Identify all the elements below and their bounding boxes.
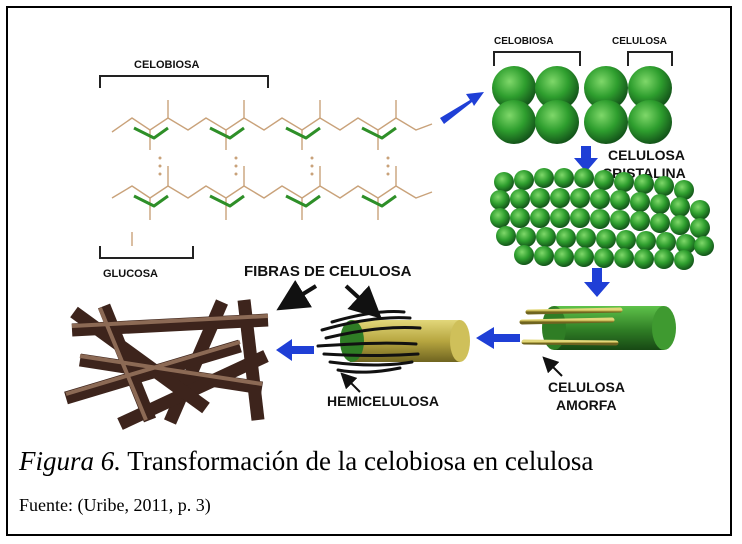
hemicellulose-bundle bbox=[316, 310, 470, 374]
celulosa-amorfa-label-2: AMORFA bbox=[556, 397, 617, 413]
molecule-structure bbox=[111, 100, 433, 246]
celobiosa-bracket bbox=[99, 75, 269, 88]
blue-arrow-5 bbox=[276, 339, 314, 361]
celulosa-cristalina-label-1: CELULOSA bbox=[608, 147, 685, 163]
figure-label: Figura 6. bbox=[19, 446, 122, 476]
hemicelulosa-label: HEMICELULOSA bbox=[327, 393, 439, 409]
blue-arrow-2 bbox=[574, 146, 598, 172]
sphere-rows bbox=[492, 66, 672, 144]
celobiosa-top-label: CELOBIOSA bbox=[134, 59, 199, 71]
cellulose-diagram: CELOBIOSA GLUCOSA bbox=[64, 36, 714, 430]
cellulose-fibers bbox=[64, 299, 269, 430]
celulosa-spheres-label: CELULOSA bbox=[612, 36, 667, 47]
figure-source: Fuente: (Uribe, 2011, p. 3) bbox=[19, 495, 211, 515]
blue-arrow-4 bbox=[476, 327, 520, 349]
celulosa-spheres-bracket bbox=[627, 51, 673, 66]
amorphous-cylinder bbox=[519, 306, 676, 355]
celulosa-amorfa-label-1: CELULOSA bbox=[548, 379, 625, 395]
fibras-label: FIBRAS DE CELULOSA bbox=[244, 263, 412, 280]
crystalline-block bbox=[490, 168, 714, 270]
amorfa-pointer bbox=[542, 356, 563, 377]
fibras-arrow-right bbox=[344, 284, 382, 319]
glucose-bracket bbox=[99, 246, 194, 259]
hemicelulosa-pointer bbox=[340, 372, 361, 393]
figure-caption: Figura 6. Transformación de la celobiosa… bbox=[19, 446, 719, 477]
fibras-arrow-left bbox=[276, 279, 318, 311]
caption-text: Transformación de la celobiosa en celulo… bbox=[121, 446, 594, 476]
celobiosa-spheres-label: CELOBIOSA bbox=[494, 36, 553, 47]
figure-frame bbox=[6, 6, 732, 536]
blue-arrow-1 bbox=[440, 92, 484, 124]
glucosa-label: GLUCOSA bbox=[103, 268, 158, 280]
celobiosa-spheres-bracket bbox=[493, 51, 581, 66]
blue-arrow-3 bbox=[584, 268, 610, 297]
